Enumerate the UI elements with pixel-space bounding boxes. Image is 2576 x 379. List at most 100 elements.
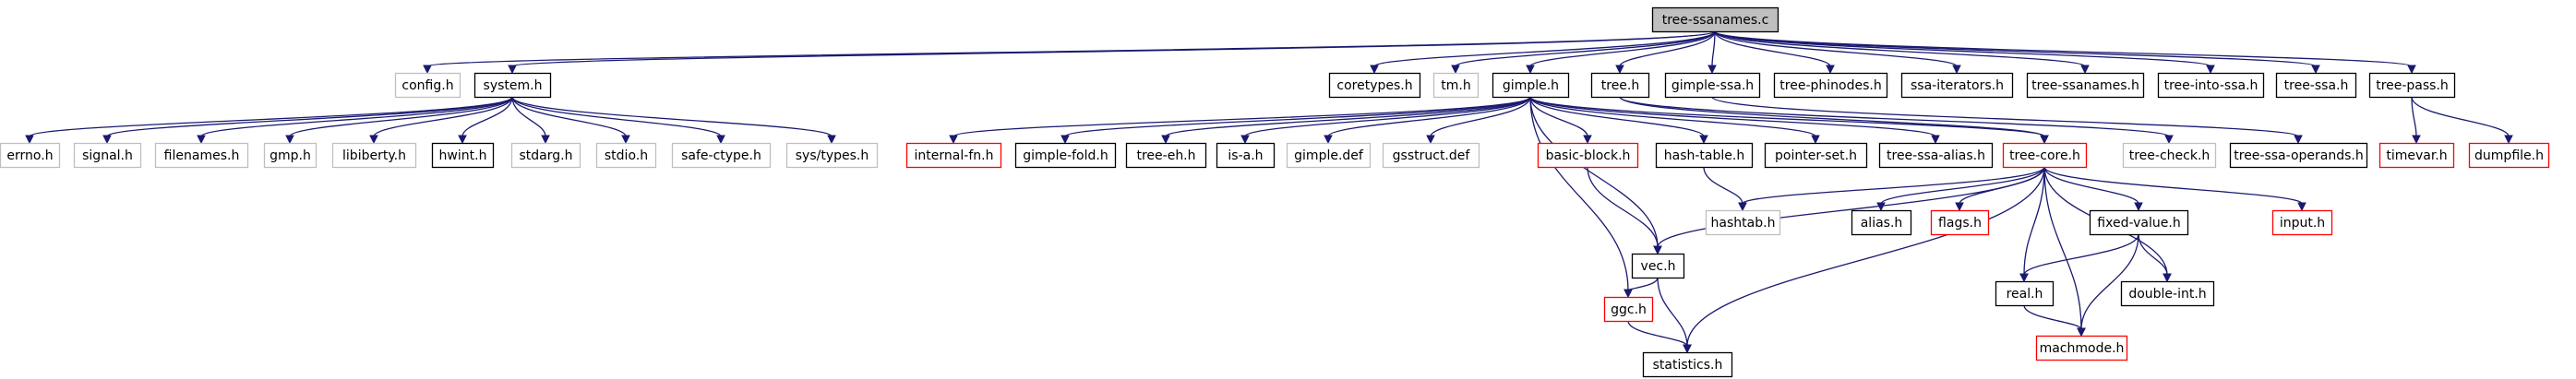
node-ggc-h[interactable]: ggc.h: [1603, 296, 1654, 323]
node-box: [73, 142, 142, 169]
edge-gimple-h-to-gimple-fold-h: [1060, 96, 1531, 145]
edge-gimple-h-to-vec-h: [1529, 96, 1662, 255]
node-tree-ssanames-h[interactable]: tree-ssanames.h: [2026, 72, 2145, 99]
edge-tree-core-h-to-statistics-h: [1683, 166, 2045, 354]
node-hwint-h[interactable]: hwint.h: [431, 142, 495, 169]
node-filenames-h[interactable]: filenames.h: [154, 142, 249, 169]
node-box: [1590, 72, 1650, 99]
node-box: [1655, 142, 1754, 169]
node-input-h[interactable]: input.h: [2271, 209, 2333, 236]
edge-vec-h-to-statistics-h: [1657, 277, 1692, 354]
node-box: [394, 72, 461, 99]
node-tree-eh-h[interactable]: tree-eh.h: [1125, 142, 1207, 169]
node-is-a-h[interactable]: is-a.h: [1216, 142, 1276, 169]
node-tree-phinodes-h[interactable]: tree-phinodes.h: [1773, 72, 1888, 99]
node-coretypes-h[interactable]: coretypes.h: [1328, 72, 1421, 99]
node-box: [1705, 209, 1781, 236]
edge-system-h-to-stdio-h: [511, 96, 630, 145]
node-gsstruct-def[interactable]: gsstruct.def: [1382, 142, 1480, 169]
node-tree-ssa-operands-h[interactable]: tree-ssa-operands.h: [2229, 142, 2368, 169]
node-box: [2120, 280, 2215, 307]
node-machmode-h[interactable]: machmode.h: [2035, 335, 2128, 361]
node-errno-h[interactable]: errno.h: [0, 142, 61, 169]
node-safe-ctype-h[interactable]: safe-ctype.h: [671, 142, 772, 169]
node-box: [431, 142, 495, 169]
node-label: tree-ssa-operands.h: [2234, 148, 2363, 163]
node-box: [331, 142, 417, 169]
node-hashtab-h[interactable]: hashtab.h: [1705, 209, 1781, 236]
node-statistics-h[interactable]: statistics.h: [1642, 351, 1733, 378]
edge-system-h-to-errno-h: [25, 96, 513, 145]
node-box: [1125, 142, 1207, 169]
node-box: [2089, 209, 2189, 236]
node-tree-into-ssa-h[interactable]: tree-into-ssa.h: [2157, 72, 2265, 99]
node-label: tree-ssanames.c: [1662, 13, 1769, 28]
node-label: timevar.h: [2386, 148, 2447, 163]
node-gimple-fold-h[interactable]: gimple-fold.h: [1014, 142, 1117, 169]
node-tree-check-h[interactable]: tree-check.h: [2122, 142, 2217, 169]
node-label: double-int.h: [2128, 287, 2206, 302]
edge-gimple-h-to-gimple-def: [1324, 96, 1531, 145]
node-hash-table-h[interactable]: hash-table.h: [1655, 142, 1754, 169]
edge-tree-pass-h-to-dumpfile-h: [2411, 96, 2513, 145]
node-gimple-h[interactable]: gimple.h: [1492, 72, 1570, 99]
edge-tree-ssanames-c-to-tree-phinodes-h: [1714, 30, 1835, 75]
node-pointer-set-h[interactable]: pointer-set.h: [1764, 142, 1868, 169]
node-tree-ssa-alias-h[interactable]: tree-ssa-alias.h: [1878, 142, 1994, 169]
node-double-int-h[interactable]: double-int.h: [2120, 280, 2215, 307]
edge-system-h-to-gmp-h: [285, 96, 513, 145]
node-label: errno.h: [6, 148, 53, 163]
node-box: [2368, 72, 2456, 99]
node-box: [2275, 72, 2357, 99]
edges-layer: [25, 30, 2513, 354]
node-timevar-h[interactable]: timevar.h: [2378, 142, 2455, 169]
node-gimple-ssa-h[interactable]: gimple-ssa.h: [1664, 72, 1761, 99]
node-label: gmp.h: [270, 148, 311, 163]
node-config-h[interactable]: config.h: [394, 72, 461, 99]
node-ssa-iterators-h[interactable]: ssa-iterators.h: [1900, 72, 2014, 99]
edge-tree-core-h-to-flags-h: [1955, 166, 2045, 212]
node-gimple-def[interactable]: gimple.def: [1286, 142, 1372, 169]
node-basic-block-h[interactable]: basic-block.h: [1537, 142, 1639, 169]
node-box: [1286, 142, 1372, 169]
node-label: gimple-fold.h: [1023, 148, 1108, 163]
node-box: [1432, 72, 1480, 99]
node-flags-h[interactable]: flags.h: [1930, 209, 1990, 236]
node-label: tree.h: [1601, 78, 1640, 93]
node-libiberty-h[interactable]: libiberty.h: [331, 142, 417, 169]
node-label: tm.h: [1441, 78, 1470, 93]
node-signal-h[interactable]: signal.h: [73, 142, 142, 169]
node-box: [1014, 142, 1117, 169]
node-real-h[interactable]: real.h: [1995, 280, 2055, 307]
node-vec-h[interactable]: vec.h: [1631, 253, 1685, 279]
node-tree-core-h[interactable]: tree-core.h: [2002, 142, 2088, 169]
node-gmp-h[interactable]: gmp.h: [263, 142, 318, 169]
node-box: [1773, 72, 1888, 99]
node-label: tree-ssa.h: [2284, 78, 2349, 93]
node-box: [2026, 72, 2145, 99]
node-internal-fn-h[interactable]: internal-fn.h: [905, 142, 1002, 169]
node-tree-ssa-h[interactable]: tree-ssa.h: [2275, 72, 2357, 99]
node-tree-ssanames-c[interactable]: tree-ssanames.c: [1651, 6, 1779, 33]
node-sys-types-h[interactable]: sys/types.h: [785, 142, 879, 169]
node-box: [1900, 72, 2014, 99]
node-fixed-value-h[interactable]: fixed-value.h: [2089, 209, 2189, 236]
node-dumpfile-h[interactable]: dumpfile.h: [2468, 142, 2550, 169]
node-alias-h[interactable]: alias.h: [1851, 209, 1912, 236]
node-label: tree-ssa-alias.h: [1887, 148, 1985, 163]
nodes-layer: tree-ssanames.c config.h system.h coretypes…: [0, 6, 2550, 378]
edge-tree-ssanames-c-to-gimple-ssa-h: [1707, 30, 1717, 75]
edge-gimple-h-to-gsstruct-def: [1426, 96, 1531, 145]
node-system-h[interactable]: system.h: [473, 72, 552, 99]
edge-tree-ssanames-c-to-tree-ssa-h: [1714, 30, 2320, 75]
edge-gimple-h-to-pointer-set-h: [1529, 96, 1820, 145]
node-label: tree-check.h: [2129, 148, 2211, 163]
node-stdio-h[interactable]: stdio.h: [595, 142, 657, 169]
node-box: [2122, 142, 2217, 169]
node-box: [2271, 209, 2333, 236]
node-stdarg-h[interactable]: stdarg.h: [510, 142, 581, 169]
node-tree-h[interactable]: tree.h: [1590, 72, 1650, 99]
node-tree-pass-h[interactable]: tree-pass.h: [2368, 72, 2456, 99]
node-tm-h[interactable]: tm.h: [1432, 72, 1480, 99]
